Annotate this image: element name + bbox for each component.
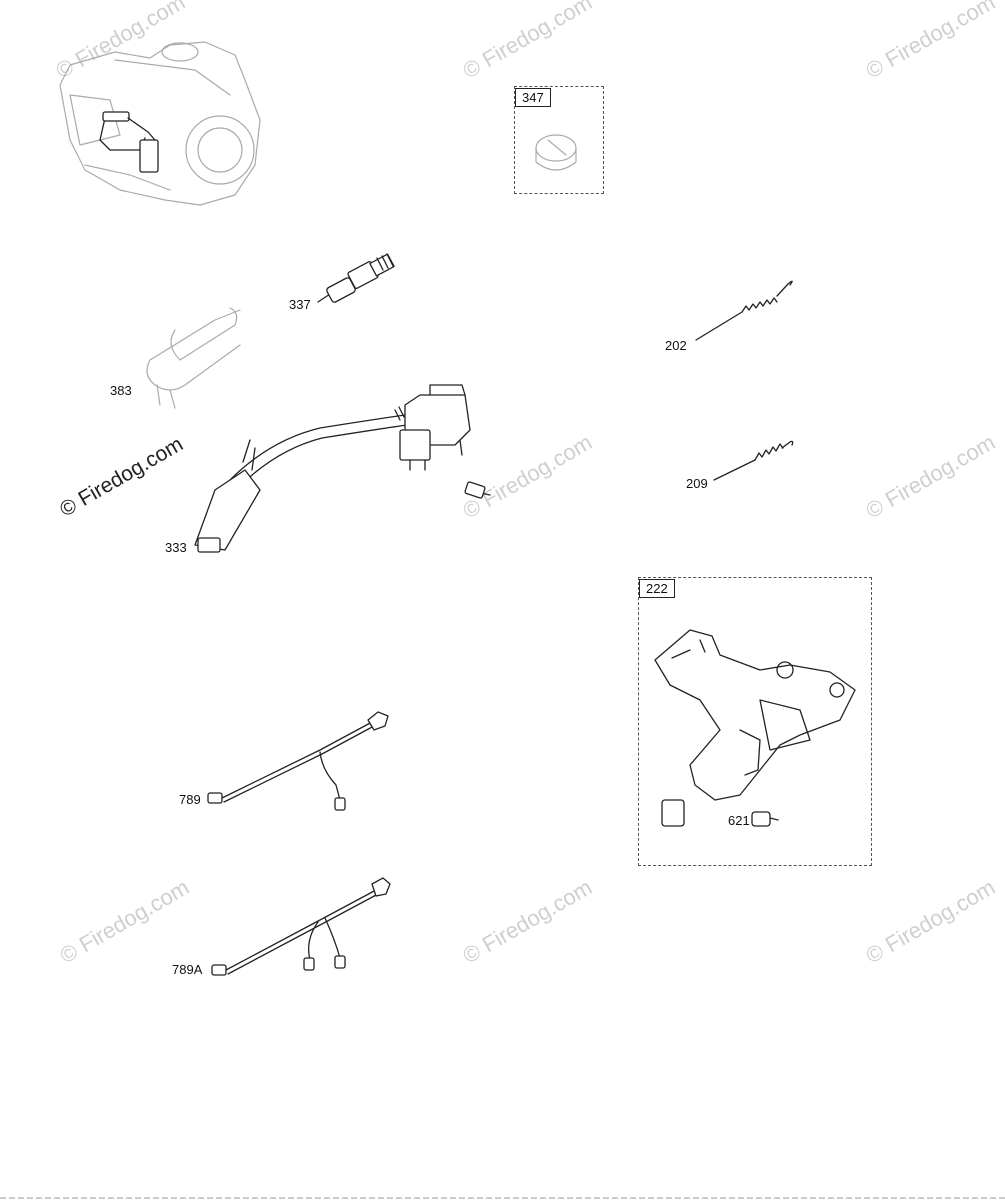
callout-333: 333 — [165, 540, 187, 555]
part-209-spring-drawing — [713, 440, 794, 481]
wire-harness-789-drawing — [207, 711, 389, 811]
wire-harness-789a-drawing — [211, 877, 391, 976]
callout-202: 202 — [665, 338, 687, 353]
spark-plug-drawing — [317, 253, 395, 303]
kit-box-222 — [638, 577, 872, 866]
callout-347: 347 — [515, 88, 551, 107]
callout-383: 383 — [110, 383, 132, 398]
part-383-drawing — [146, 307, 241, 409]
part-347-drawing — [535, 134, 577, 171]
callout-209: 209 — [686, 476, 708, 491]
kit-box-347 — [514, 86, 604, 194]
callout-337: 337 — [289, 297, 311, 312]
part-202-spring-drawing — [695, 280, 793, 341]
ignition-coil-drawing — [194, 384, 491, 553]
part-222-control-plate-drawing — [654, 629, 856, 827]
engine-overview-drawing — [59, 41, 261, 206]
callout-789a: 789A — [172, 962, 203, 977]
callout-621: 621 — [728, 813, 750, 828]
callout-222: 222 — [639, 579, 675, 598]
callout-789: 789 — [179, 792, 201, 807]
